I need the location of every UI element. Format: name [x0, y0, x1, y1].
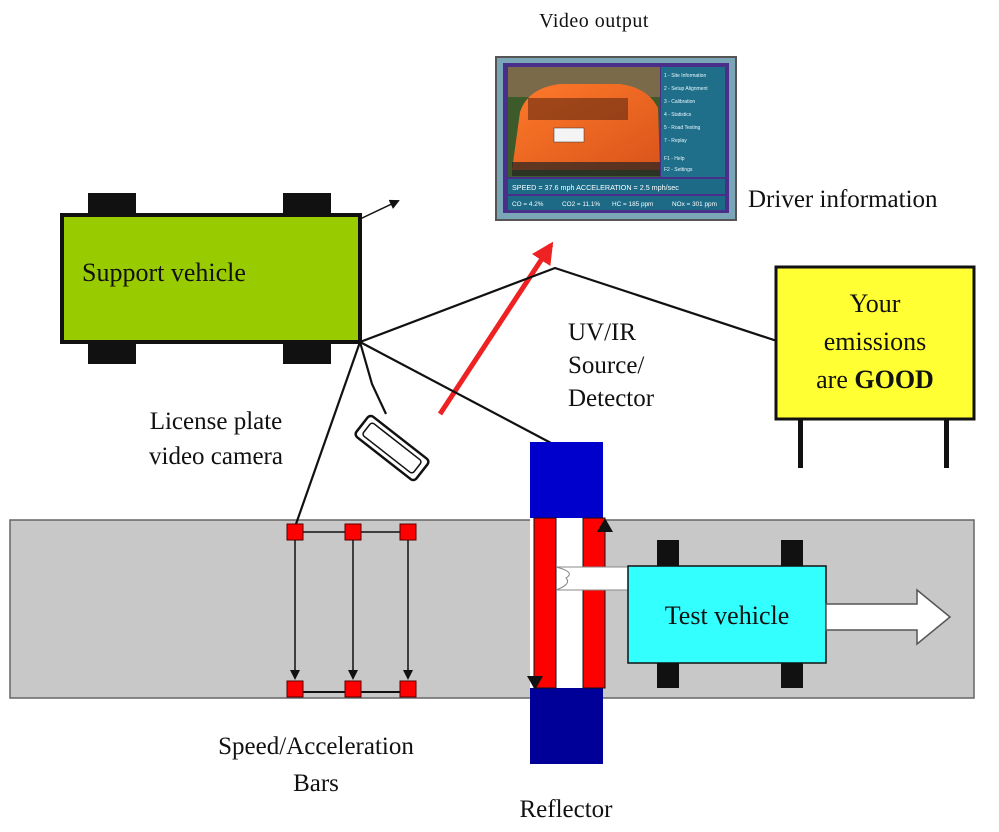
support-vehicle — [60, 193, 362, 364]
speed-bar-arrowhead — [290, 670, 300, 680]
detector-reflector-unit — [527, 442, 629, 764]
monitor-reading: HC = 185 ppm — [612, 201, 653, 208]
license-label-line: video camera — [149, 443, 283, 470]
monitor-reading: CO = 4.2% — [512, 201, 544, 208]
beam-up-arrowhead — [597, 518, 613, 532]
uv-ir-label-line: Source/ — [568, 352, 645, 379]
monitor-menu-item: 1 - Site Information — [664, 73, 706, 79]
reflector-bottom-block — [530, 688, 603, 764]
photo-car-window — [528, 98, 628, 120]
speed-label-line: Bars — [293, 770, 339, 797]
beam-down-arrowhead — [527, 676, 543, 690]
monitor-menu: 1 - Site Information 2 - Setup Alignment 3… — [664, 73, 708, 173]
speed-bar-bottom-marker — [399, 680, 417, 698]
photo-car — [512, 84, 660, 170]
speed-bar-arrowhead — [348, 670, 358, 680]
uv-ir-label-line: Detector — [568, 385, 655, 412]
speed-bar-arrowhead — [403, 670, 413, 680]
sign-text-line: emissions — [823, 327, 927, 356]
test-vehicle-wheel — [781, 540, 803, 568]
sign-text-line: Your — [849, 289, 901, 318]
uv-ir-label-line: UV/IR — [568, 319, 637, 346]
laser-beam-left — [533, 517, 557, 689]
cable-to-detector — [359, 341, 552, 444]
speed-label-line: Speed/Acceleration — [218, 733, 414, 760]
cable-to-sign — [359, 266, 781, 344]
test-vehicle-wheel — [781, 660, 803, 688]
monitor-readings-bar — [508, 196, 725, 210]
speed-bar-top-marker — [344, 523, 362, 541]
sign-text-prefix: are — [816, 365, 855, 394]
test-vehicle-direction-arrow — [825, 588, 952, 646]
uv-ir-label: UV/IR Source/ Detector — [568, 316, 654, 415]
monitor-menu-item: 5 - Road Testing — [664, 125, 701, 131]
sign-post — [798, 418, 803, 468]
monitor-menu-item: F1 - Help — [664, 156, 685, 162]
monitor-readings: CO = 4.2% CO2 = 11.1% HC = 185 ppm NOx = 30… — [512, 201, 717, 208]
monitor-menu-item: 2 - Setup Alignment — [664, 86, 708, 92]
monitor-speed-text: SPEED = 37.6 mph ACCELERATION = 2.5 mph/… — [512, 183, 679, 192]
monitor-menu-panel — [661, 67, 725, 177]
monitor-reading: CO2 = 11.1% — [562, 201, 600, 208]
laser-beam-arrow — [437, 241, 554, 416]
support-vehicle-label: Support vehicle — [82, 258, 246, 287]
cable-to-speed-bars — [294, 341, 362, 525]
speed-bar-bottom-marker — [286, 680, 304, 698]
video-output-label: Video output — [539, 10, 649, 32]
sign-text: Your emissions are GOOD — [776, 285, 974, 399]
photo-license-plate — [553, 127, 585, 143]
sign-text-line: are GOOD — [776, 361, 974, 399]
monitor-menu-item: 4 - Statistics — [664, 112, 692, 118]
detector-top-block — [530, 442, 603, 518]
support-vehicle-body — [60, 213, 362, 344]
test-vehicle-label: Test vehicle — [664, 601, 790, 630]
video-monitor: 1 - Site Information 2 - Setup Alignment 3… — [495, 56, 737, 221]
speed-bar-top-marker — [286, 523, 304, 541]
support-vehicle-direction-arrow — [357, 199, 400, 221]
monitor-speed-bar — [508, 179, 725, 194]
monitor-menu-item: 7 - Replay — [664, 138, 687, 144]
monitor-menu-item: F2 - Settings — [664, 167, 693, 173]
speed-acceleration-bars — [286, 523, 417, 698]
test-vehicle-wheel — [657, 540, 679, 568]
driver-information-label: Driver information — [748, 186, 938, 213]
cable-to-camera — [358, 341, 387, 415]
speed-acceleration-label: Speed/Acceleration Bars — [166, 728, 466, 802]
license-plate-camera-label: License plate video camera — [118, 404, 314, 474]
license-label-line: License plate — [149, 408, 283, 435]
photo-bumper-shadow — [512, 162, 660, 176]
exhaust-plume — [555, 566, 629, 591]
reflector-label: Reflector — [519, 796, 613, 823]
laser-beam-right — [582, 517, 606, 689]
monitor-menu-item: 3 - Calibration — [664, 99, 695, 105]
monitor-reading: NOx = 301 ppm — [672, 201, 717, 208]
sign-post — [944, 418, 949, 468]
test-vehicle-wheel — [657, 660, 679, 688]
speed-bar-bottom-marker — [344, 680, 362, 698]
license-plate-camera — [354, 414, 430, 482]
emissions-sign — [774, 265, 976, 468]
speed-bar-top-marker — [399, 523, 417, 541]
sign-board — [774, 265, 976, 421]
sign-text-good: GOOD — [854, 365, 934, 394]
